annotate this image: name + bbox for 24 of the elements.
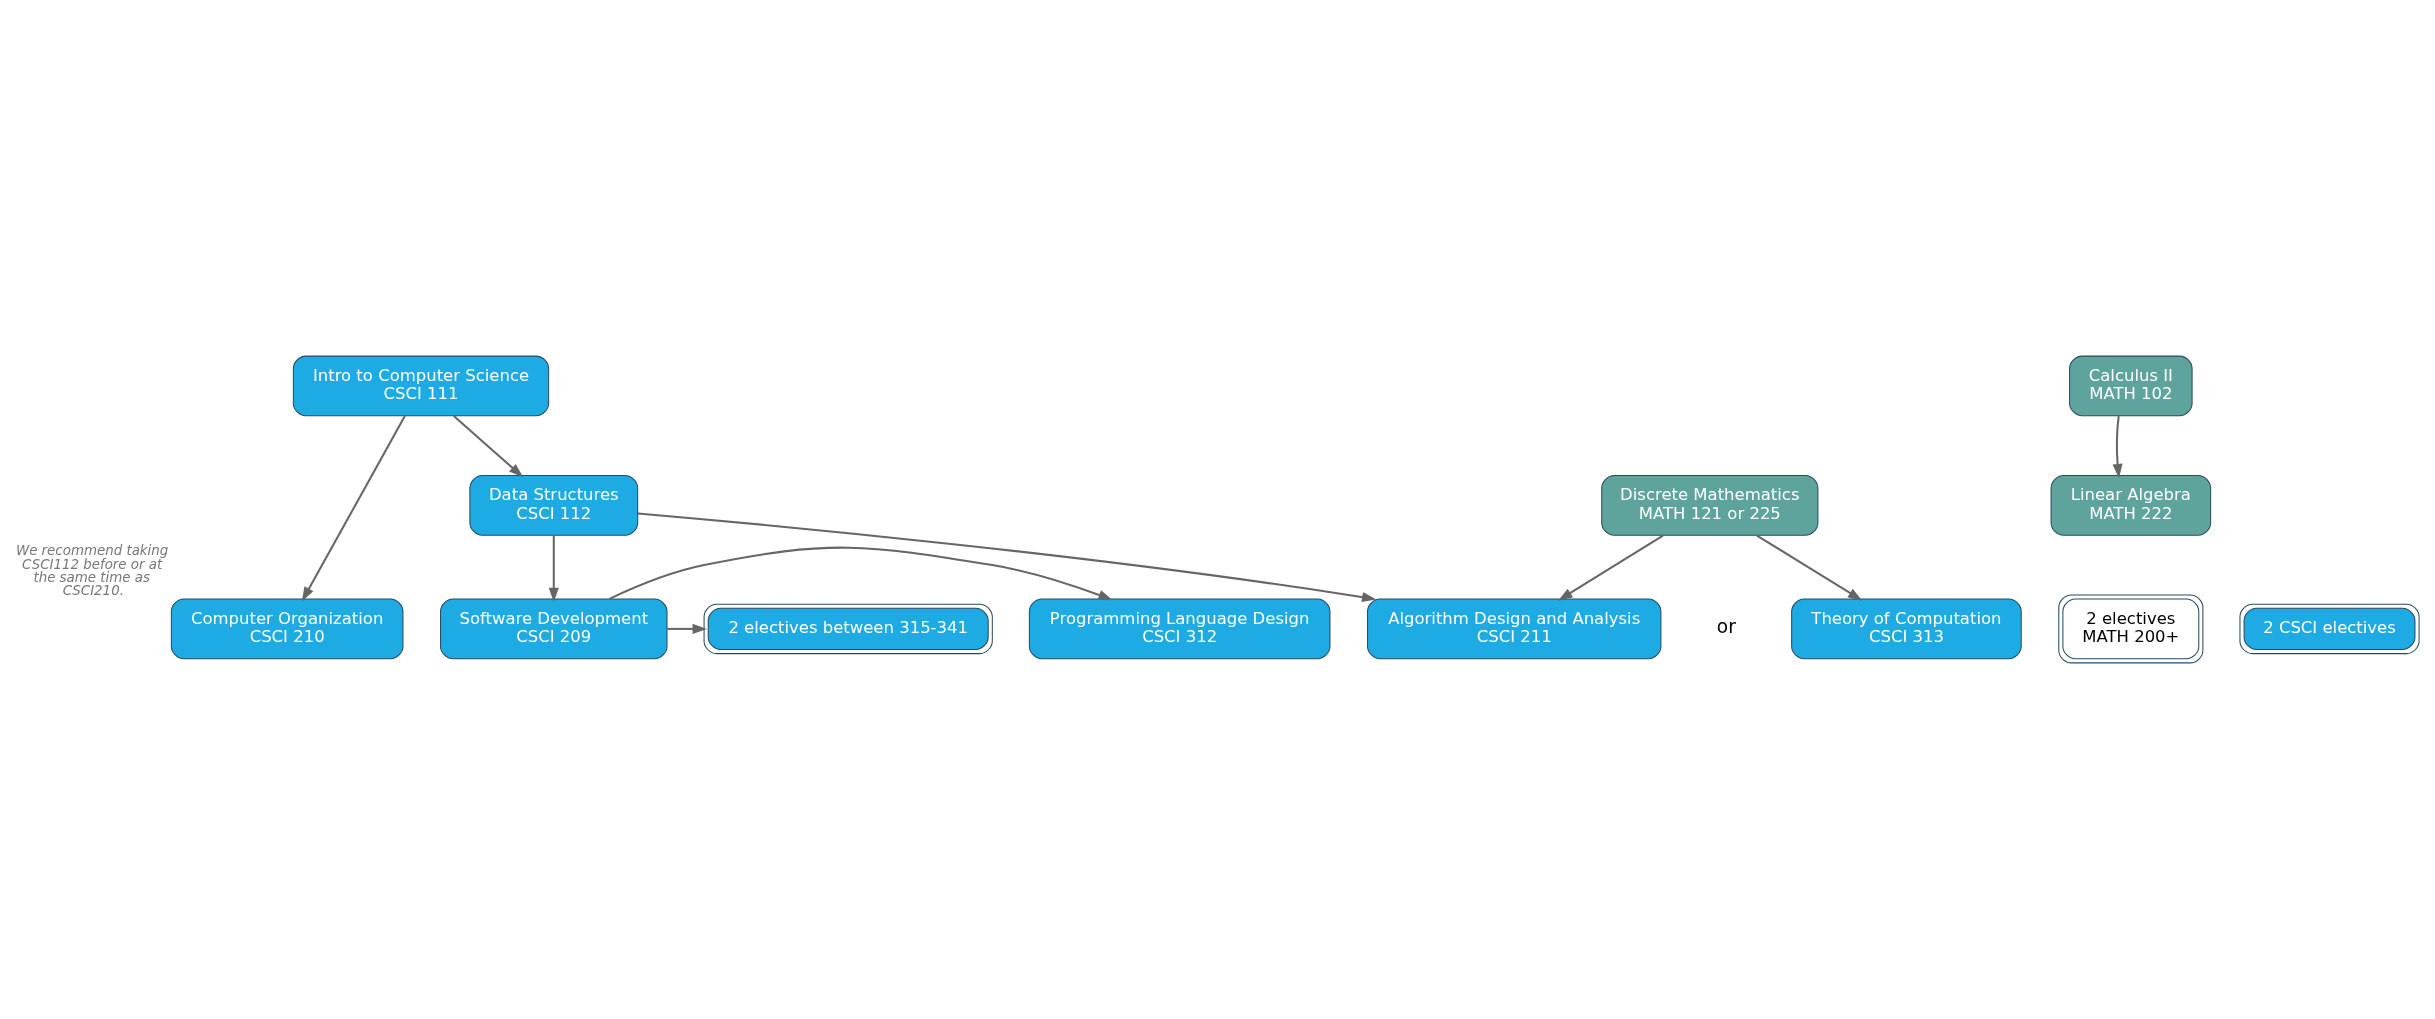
node-box: Computer Organization CSCI 210	[170, 598, 404, 660]
node-box: Theory of Computation CSCI 313	[1791, 598, 2022, 660]
arrow	[667, 623, 707, 634]
arrow	[1558, 534, 1664, 601]
node-box: Calculus II MATH 102	[2069, 355, 2193, 417]
arrow	[637, 512, 1377, 603]
node-box: Data Structures CSCI 112	[469, 475, 639, 536]
node-box: Discrete Mathematics MATH 121 or 225	[1601, 475, 1819, 536]
node-box: 2 CSCI electives	[2239, 603, 2420, 655]
node-box: 2 electives MATH 200+	[2058, 594, 2204, 664]
arrow	[453, 415, 524, 478]
arrow	[548, 535, 559, 603]
node-box: Algorithm Design and Analysis CSCI 211	[1367, 598, 1662, 660]
arrow	[2112, 415, 2123, 479]
node-box: Programming Language Design CSCI 312	[1028, 598, 1331, 660]
label: or	[1716, 616, 1736, 638]
node-box: Intro to Computer Science CSCI 111	[292, 355, 550, 417]
node-label: We recommend taking CSCI112 before or at the same time as CSCI210.	[15, 543, 169, 599]
node-box: Software Development CSCI 209	[440, 598, 668, 660]
arrow	[301, 415, 406, 602]
arrow	[609, 546, 1113, 601]
node-box: Linear Algebra MATH 222	[2050, 475, 2212, 536]
node-box: 2 electives between 315-341	[703, 603, 993, 655]
arrow	[1756, 534, 1863, 601]
